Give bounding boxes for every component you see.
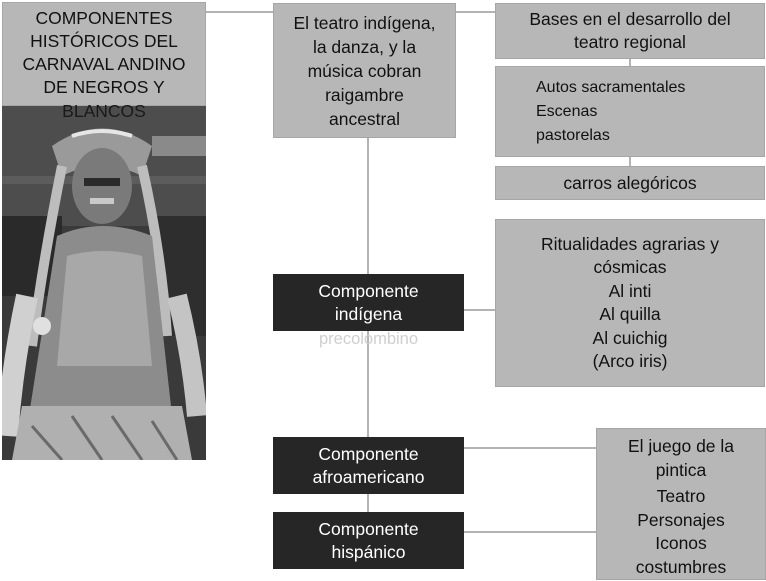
juego-line-5: Iconos [655,533,707,553]
title-line-1: COMPONENTES [35,8,173,28]
juego-line-3: Teatro [656,486,706,506]
title-line-2: HISTÓRICOS DEL [30,31,178,51]
autos-line-3: pastorelas [536,126,610,144]
ritual-line-1: Ritualidades agrarias y [540,233,719,254]
indigena-line-2: indígena [334,303,403,324]
ritual-line-5: Al cuichig [592,327,668,348]
carros-label: carros alegóricos [563,172,697,193]
ritualidades-box: Ritualidades agrarias y cósmicas Al inti… [495,219,765,387]
autos-line-2: Escenas [536,102,598,120]
autos-line-1: Autos sacramentales [536,78,686,96]
teatro-line-3: música cobran [307,60,422,81]
afro-line-1: Componente [318,443,419,464]
title-line-3: CARNAVAL ANDINO [22,54,186,74]
juego-pintica-box: El juego de la pintica Teatro Personajes… [596,428,766,580]
indigena-line-1: Componente [318,280,419,301]
hispanico-line-1: Componente [318,518,419,539]
teatro-line-5: ancestral [328,108,400,129]
ritual-line-3: Al inti [608,280,652,301]
juego-line-2: pintica [655,459,707,480]
carros-alegoricos-box: carros alegóricos [495,166,765,200]
bases-teatro-regional-box: Bases en el desarrollo del teatro region… [495,3,765,59]
carnival-dancer-photo [2,106,206,460]
title-line-4: DE NEGROS Y [43,77,165,97]
juego-line-4: Personajes [637,509,725,530]
precolombino-subtitle: precolombino [318,330,419,348]
autos-sacramentales-box: Autos sacramentales Escenas pastorelas [495,66,765,157]
ritual-line-4: Al quilla [599,304,661,324]
ritual-line-6: (Arco iris) [592,351,668,371]
title-line-5: BLANCOS [62,101,146,121]
hispanico-line-2: hispánico [331,541,406,562]
componente-afroamericano-box: Componente afroamericano [273,437,464,494]
bases-line-1: Bases en el desarrollo del [529,9,731,29]
bases-line-2: teatro regional [574,32,686,52]
teatro-line-2: la danza, y la [312,36,417,57]
juego-line-6: costumbres [635,556,727,577]
teatro-line-1: El teatro indígena, [293,12,436,33]
ritual-line-2: cósmicas [593,257,667,277]
componente-indigena-box: Componente indígena [273,274,464,331]
teatro-line-4: raigambre [325,84,404,105]
componente-hispanico-box: Componente hispánico [273,512,464,569]
juego-line-1: El juego de la [627,436,735,456]
teatro-indigena-box: El teatro indígena, la danza, y la músic… [273,3,456,138]
title-box: COMPONENTES HISTÓRICOS DEL CARNAVAL ANDI… [2,2,206,106]
afro-line-2: afroamericano [312,466,425,487]
